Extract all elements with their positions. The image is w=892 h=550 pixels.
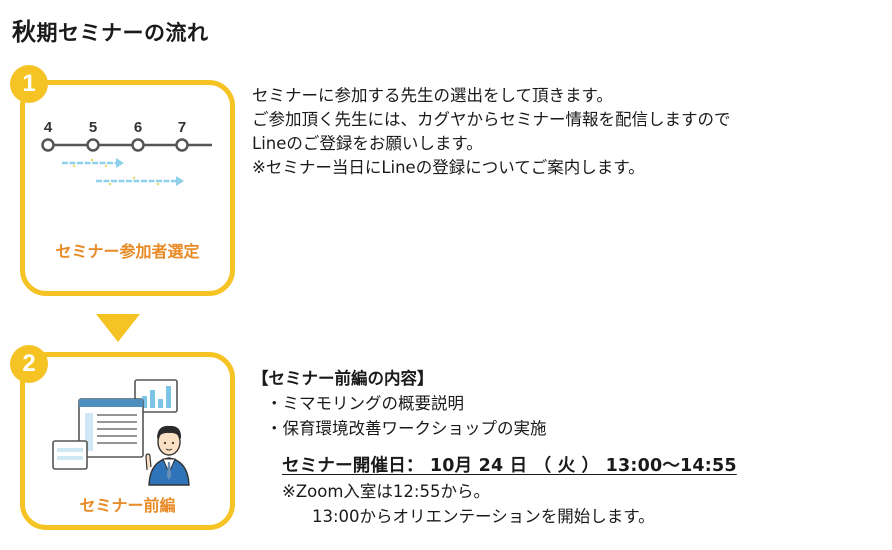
step1-line: Lineのご登録をお願いします。: [252, 134, 483, 153]
arrow-head-icon: [116, 158, 124, 168]
step2-card-label: セミナー前編: [79, 496, 176, 515]
page-title-first-char: 秋: [12, 18, 37, 46]
timeline-number: 4: [44, 119, 53, 136]
step2-description: 【セミナー前編の内容】 ・ミマモリングの概要説明 ・保育環境改善ワークショップの…: [252, 366, 737, 529]
online-meeting-illustration: [52, 379, 190, 486]
step2-bullet: ・ミマモリングの概要説明: [266, 394, 464, 413]
timeline-dot: [86, 138, 100, 152]
step1-line: ご参加頂く先生には、カグヤからセミナー情報を配信しますので: [252, 110, 731, 129]
step1-line: ※セミナー当日にLineの登録についてご案内します。: [252, 158, 645, 177]
step2-bullet: ・保育環境改善ワークショップの実施: [266, 419, 547, 438]
presenter-icon: [145, 425, 190, 486]
timeline-dot: [175, 138, 189, 152]
orientation-note: 13:00からオリエンテーションを開始します。: [312, 507, 655, 526]
step1-card-label: セミナー参加者選定: [55, 242, 200, 261]
timeline-dot: [41, 138, 55, 152]
timeline-number: 5: [89, 119, 97, 136]
timeline-number: 6: [134, 119, 142, 136]
step1-line: セミナーに参加する先生の選出をして頂きます。: [252, 86, 613, 105]
down-arrow-icon: [96, 314, 140, 342]
seminar-schedule: セミナー開催日： 10月 24 日 （ 火 ） 13:00〜14:55 ※Zoo…: [252, 454, 737, 529]
timeline-number: 7: [178, 119, 186, 136]
page-title: 秋期セミナーの流れ: [12, 12, 209, 47]
page-title-rest: 期セミナーの流れ: [36, 21, 209, 45]
step1-number-badge: 1: [10, 65, 48, 103]
arrow-head-icon: [176, 176, 184, 186]
small-window: [52, 440, 88, 470]
step1-card: 4 5 6 7 セミナー参加者選定: [20, 80, 235, 296]
step1-description: セミナーに参加する先生の選出をして頂きます。 ご参加頂く先生には、カグヤからセミ…: [252, 84, 731, 180]
seminar-date: セミナー開催日： 10月 24 日 （ 火 ） 13:00〜14:55: [282, 456, 737, 476]
timeline-dot: [131, 138, 145, 152]
step2-heading: 【セミナー前編の内容】: [252, 369, 434, 388]
step2-number-badge: 2: [10, 345, 48, 383]
timeline-illustration: 4 5 6 7: [41, 119, 212, 186]
step2-card: セミナー前編: [20, 352, 235, 530]
zoom-entry-note: ※Zoom入室は12:55から。: [282, 482, 490, 501]
